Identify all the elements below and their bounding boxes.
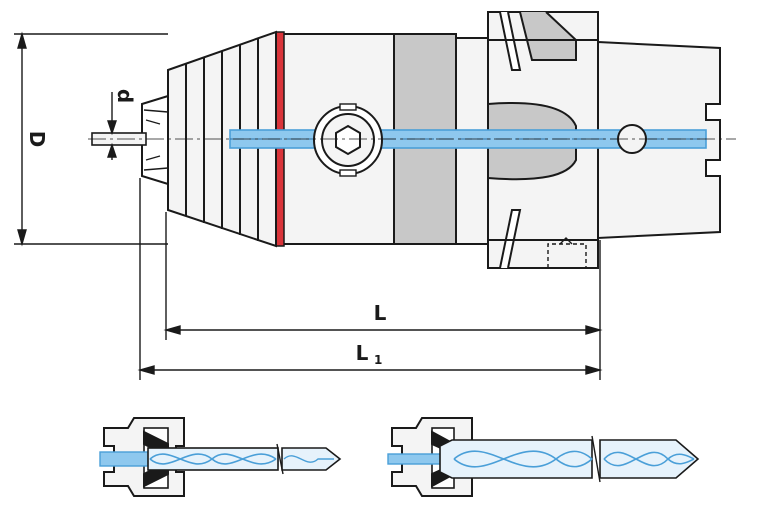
chuck-main-view <box>88 11 736 269</box>
label-total-length-subscript: 1 <box>374 353 382 367</box>
hex-adjustment-screw <box>313 103 383 177</box>
label-length: L <box>374 301 387 325</box>
dimension-lines <box>14 31 603 380</box>
dimension-l1 <box>137 178 603 380</box>
dimension-d <box>14 31 168 247</box>
dimension-l <box>163 212 603 340</box>
label-shank-diameter: d <box>113 89 137 103</box>
detail-view-large-drill <box>387 417 700 497</box>
chuck-jaws <box>141 94 169 186</box>
label-diameter: D <box>25 131 49 148</box>
dimension-small-d <box>107 92 117 160</box>
label-total-length: L <box>356 341 369 365</box>
detail-view-small-drill <box>99 417 342 497</box>
